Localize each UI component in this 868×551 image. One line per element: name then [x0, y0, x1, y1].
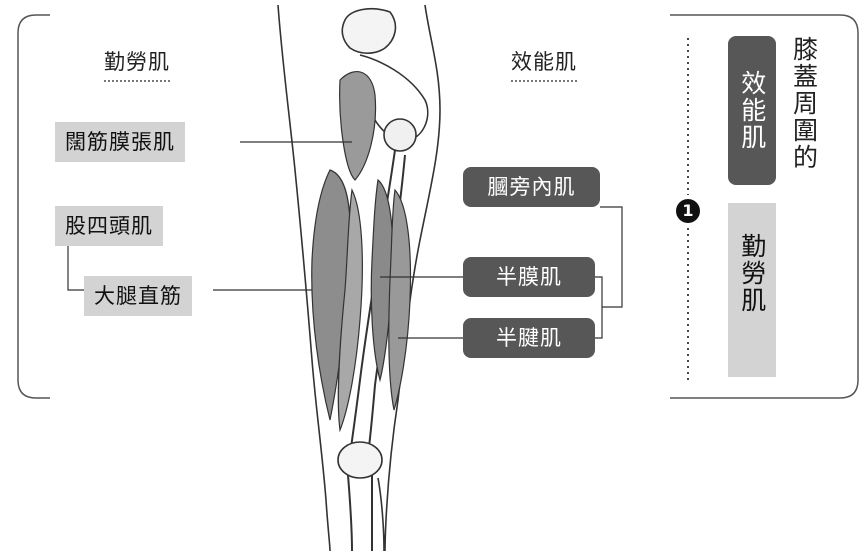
- right-panel-title: 膝蓋周圍的: [790, 36, 818, 171]
- tab-efficient-label: 效能肌: [738, 70, 766, 151]
- semitendinosus-muscle: [389, 190, 411, 410]
- left-frame: [18, 15, 50, 398]
- tensor-fasciae-muscle: [340, 72, 376, 180]
- label-quadriceps: 股四頭肌: [55, 206, 163, 246]
- heading-efficient: 效能肌: [511, 46, 577, 82]
- tab-hardworking-muscle: 勤勞肌: [728, 203, 776, 377]
- tab-hardworking-label: 勤勞肌: [738, 233, 766, 314]
- label-semitendinosus: 半腱肌: [463, 318, 595, 358]
- label-tensor-fasciae: 闊筋膜張肌: [55, 122, 185, 162]
- tab-efficient-muscle: 效能肌: [728, 36, 776, 185]
- label-rectus-femoris: 大腿直筋: [84, 276, 192, 316]
- left-frame-right: [620, 15, 650, 398]
- heading-hardworking: 勤勞肌: [104, 46, 170, 82]
- number-one-badge: 1: [676, 199, 700, 223]
- label-popliteus-medial: 膕旁內肌: [463, 167, 600, 207]
- label-semimembranosus: 半膜肌: [463, 257, 595, 297]
